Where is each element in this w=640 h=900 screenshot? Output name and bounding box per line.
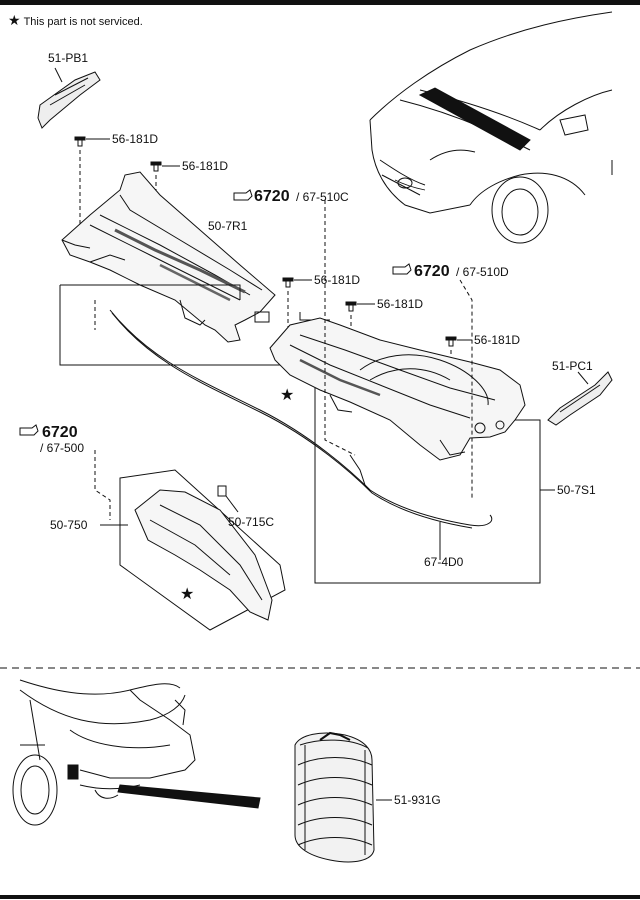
- label-67-4d0: 67-4D0: [424, 555, 464, 569]
- label-50-7s1: 50-7S1: [557, 483, 596, 497]
- top-border: [0, 0, 640, 5]
- star-icon: ★: [8, 12, 21, 28]
- part-51-pc1: [547, 371, 613, 426]
- label-51-pb1: 51-PB1: [48, 51, 88, 65]
- ref-hand-icon-2: [392, 263, 412, 275]
- ref-2-sub: / 67-510D: [456, 265, 509, 279]
- part-50-7r1-cowl-left: [61, 171, 276, 343]
- part-51-931g-vent: [294, 731, 375, 863]
- ref-hand-icon-3: [19, 424, 39, 436]
- clip-icons: [74, 136, 457, 347]
- label-clip-2: 56-181D: [182, 159, 228, 173]
- ref-2-number: 6720: [414, 263, 450, 280]
- legend-note-text: This part is not serviced.: [23, 16, 143, 28]
- ref-1-number: 6720: [254, 188, 290, 205]
- ref-3-number: 6720: [42, 424, 78, 441]
- label-50-715c: 50-715C: [228, 515, 274, 529]
- label-50-7r1: 50-7R1: [208, 219, 248, 233]
- star-mark-750: ★: [180, 584, 194, 603]
- part-50-7s1-cowl-right: [269, 317, 526, 461]
- label-51-931g: 51-931G: [394, 793, 441, 807]
- bottom-border: [0, 895, 640, 899]
- label-clip-3: 56-181D: [314, 273, 360, 287]
- part-67-4d0-hose: [109, 309, 493, 555]
- ref-hand-icon-1: [233, 189, 253, 201]
- ref-1-sub: / 67-510C: [296, 190, 349, 204]
- label-50-750: 50-750: [50, 518, 88, 532]
- car-rear-illustration: [12, 679, 196, 826]
- ref-3-sub: / 67-500: [40, 441, 84, 455]
- label-clip-5: 56-181D: [474, 333, 520, 347]
- part-50-750-box: [119, 469, 286, 631]
- group-box-outline: [59, 285, 541, 584]
- label-clip-4: 56-181D: [377, 297, 423, 311]
- label-51-pc1: 51-PC1: [552, 359, 593, 373]
- legend-note: ★This part is not serviced.: [8, 12, 143, 29]
- cowl-highlight-mark: [418, 87, 531, 151]
- label-clip-1: 56-181D: [112, 132, 158, 146]
- pointer-arrow: [117, 784, 261, 809]
- car-front-illustration: [369, 11, 613, 244]
- star-mark-cowl: ★: [280, 385, 294, 404]
- part-51-pb1: [37, 67, 101, 129]
- part-50-750: [134, 485, 273, 621]
